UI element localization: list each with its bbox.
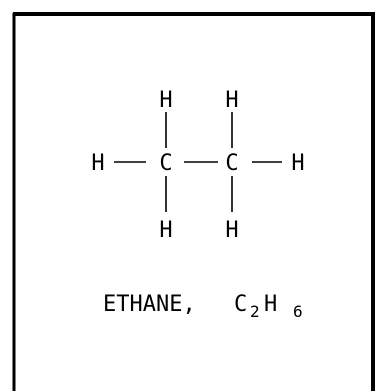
atom-h-right: H (291, 151, 304, 176)
atom-h-top-right: H (225, 88, 238, 113)
atom-c-left: C (159, 151, 172, 176)
caption-formula-c-count: 2 (250, 302, 260, 321)
atom-h-bottom-right: H (225, 218, 238, 243)
caption-formula-h: H (264, 292, 277, 317)
atom-h-top-left: H (159, 88, 172, 113)
caption-formula-h-count: 6 (293, 302, 303, 321)
atom-c-right: C (225, 151, 238, 176)
atom-h-left: H (91, 151, 104, 176)
caption-formula-c: C (234, 292, 247, 317)
caption: ETHANE, C 2 H 6 (103, 292, 303, 321)
atom-h-bottom-left: H (159, 218, 172, 243)
caption-name: ETHANE, (103, 292, 196, 317)
